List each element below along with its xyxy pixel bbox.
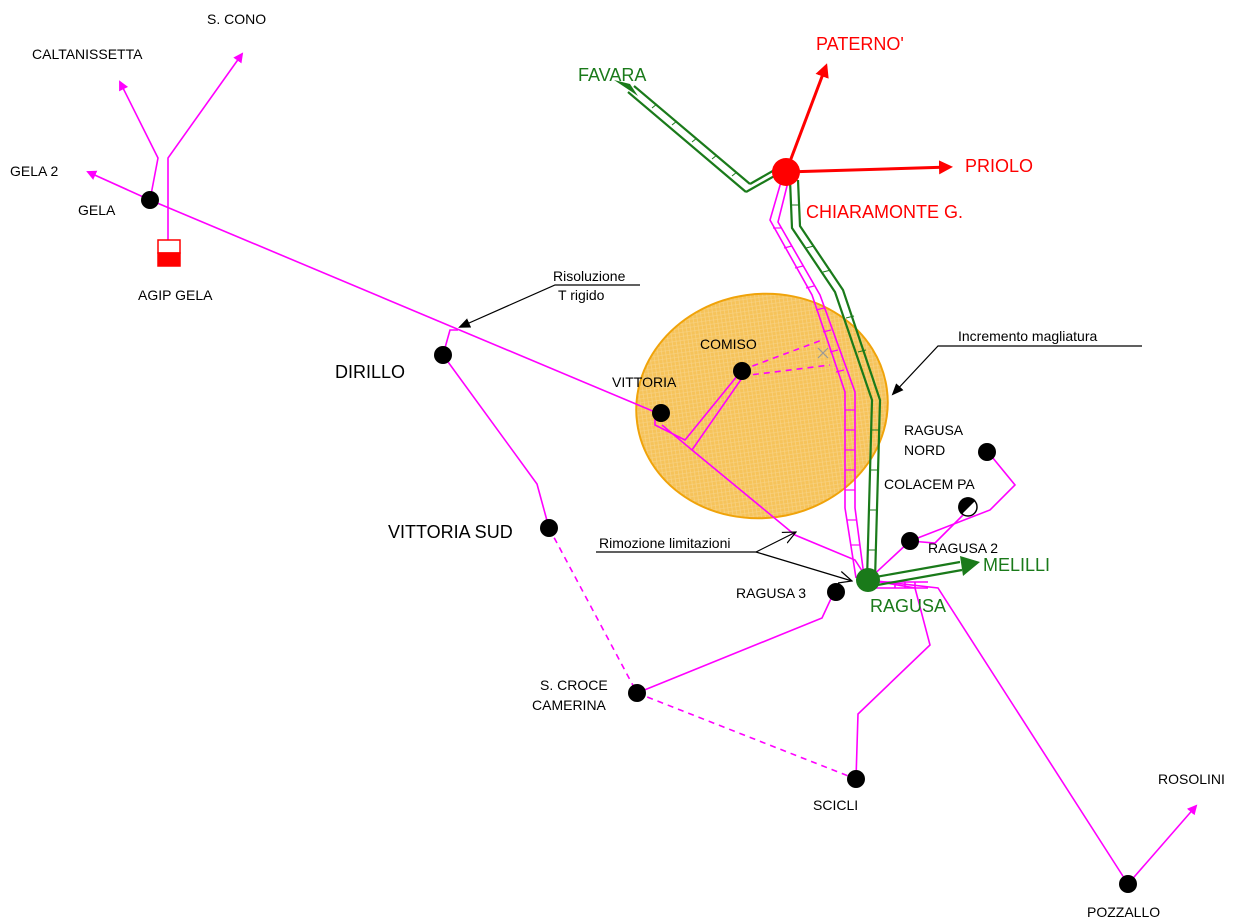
node-vittoria-sud <box>540 519 558 537</box>
label-s-cono: S. CONO <box>207 11 266 27</box>
label-paterno: PATERNO' <box>816 34 904 54</box>
node-gela <box>141 191 159 209</box>
line-scroce-scicli-dashed <box>636 692 857 780</box>
label-melilli: MELILLI <box>983 555 1050 575</box>
label-vittoria: VITTORIA <box>612 374 677 390</box>
node-ragusa3 <box>827 583 845 601</box>
node-ragusa <box>856 568 880 592</box>
line-comiso-dash-2 <box>741 364 831 377</box>
node-ragusa2 <box>901 532 919 550</box>
favara-arrowhead <box>614 80 638 96</box>
label-ragusa-nord-2: NORD <box>904 442 945 458</box>
label-ragusa-nord-1: RAGUSA <box>904 422 964 438</box>
label-scicli: SCICLI <box>813 797 858 813</box>
label-favara: FAVARA <box>578 65 646 85</box>
arrow-incremento <box>891 345 1142 396</box>
corridor-left-b <box>777 177 865 577</box>
label-vittoria-sud: VITTORIA SUD <box>388 522 513 542</box>
node-pozzallo <box>1119 875 1137 893</box>
arrow-risoluzione <box>458 284 640 328</box>
label-gela2: GELA 2 <box>10 163 58 179</box>
cross-mark <box>817 347 829 359</box>
line-scroce-ragusa3 <box>636 589 836 694</box>
line-gela-vittoria <box>149 199 656 413</box>
line-chiaramonte-ragusa-a <box>788 179 874 581</box>
line-dirillo-vittoriasud <box>442 354 550 529</box>
node-dirillo <box>434 346 452 364</box>
melilli-arrowhead <box>960 556 980 576</box>
label-gela: GELA <box>78 202 116 218</box>
node-agip-gela <box>157 239 181 267</box>
label-ragusa2: RAGUSA 2 <box>928 540 998 556</box>
annotation-incremento: Incremento magliatura <box>958 328 1098 344</box>
arrow-rimozione-2 <box>755 551 852 581</box>
corridor-left-a <box>769 174 857 579</box>
line-chiaramonte-ragusa-b <box>796 179 882 581</box>
line-ragusa2-ragusanord <box>909 451 1017 542</box>
node-scicli <box>847 770 865 788</box>
label-dirillo: DIRILLO <box>335 362 405 382</box>
label-colacem: COLACEM PA <box>884 476 975 492</box>
node-ragusa-nord <box>978 443 996 461</box>
label-chiaramonte: CHIARAMONTE G. <box>806 202 963 222</box>
corridor-ticks <box>773 227 860 546</box>
node-colacem <box>958 497 978 517</box>
line-scicli-ragusa <box>855 579 931 780</box>
line-pozzallo-rosolini <box>1127 804 1198 885</box>
favara-ticks <box>651 103 738 177</box>
label-agip-gela: AGIP GELA <box>138 287 213 303</box>
line-gela-scono <box>167 52 244 246</box>
line-chiaramonte-paterno <box>784 63 829 173</box>
annotation-rimozione: Rimozione limitazioni <box>599 535 731 551</box>
line-chiaramonte-favara <box>627 85 751 193</box>
node-scroce <box>628 684 646 702</box>
line-ragusa-pozzallo <box>867 579 1129 885</box>
line-gela-caltanissetta <box>119 80 159 201</box>
label-caltanissetta: CALTANISSETTA <box>32 46 143 62</box>
green-corridor-ticks <box>792 204 879 551</box>
line-gela-gela2 <box>86 170 151 201</box>
annotation-risoluzione-2: T rigido <box>558 287 605 303</box>
line-ragusa-melilli <box>869 560 963 588</box>
node-comiso <box>733 362 751 380</box>
label-rosolini: ROSOLINI <box>1158 771 1225 787</box>
label-priolo: PRIOLO <box>965 156 1033 176</box>
label-comiso: COMISO <box>700 336 757 352</box>
line-chiaramonte-priolo <box>785 160 953 175</box>
label-scroce-2: CAMERINA <box>532 697 607 713</box>
label-ragusa: RAGUSA <box>870 596 946 616</box>
line-comiso-dash-1 <box>741 339 823 371</box>
label-ragusa3: RAGUSA 3 <box>736 585 806 601</box>
meshing-highlight-area <box>635 292 889 520</box>
annotation-risoluzione-1: Risoluzione <box>553 268 626 284</box>
node-vittoria <box>652 404 670 422</box>
label-pozzallo: POZZALLO <box>1087 904 1160 920</box>
node-chiaramonte <box>772 158 800 186</box>
label-scroce-1: S. CROCE <box>540 677 608 693</box>
line-vittoriasud-scroce-dashed <box>548 527 638 694</box>
